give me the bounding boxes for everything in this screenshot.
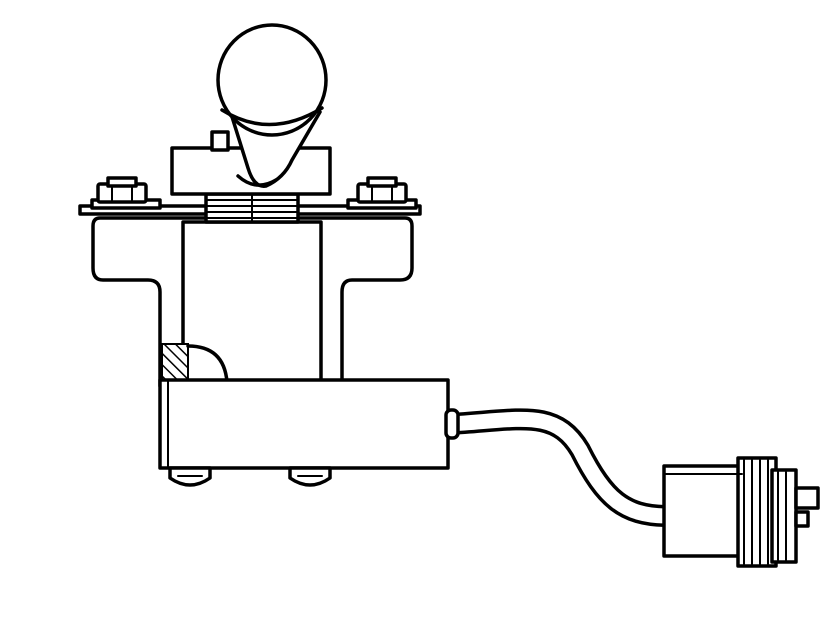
- cutaway-arc: [186, 344, 229, 384]
- switch-body: [181, 220, 323, 386]
- electrical-connector: [662, 456, 820, 568]
- wire-harness-core: [449, 411, 666, 524]
- threaded-collar: [204, 192, 300, 224]
- toggle-knob: [216, 23, 328, 188]
- wire-grommet: [444, 408, 460, 440]
- bottom-screw-right: [288, 466, 332, 487]
- base-housing: [158, 378, 450, 470]
- hatched-section: [161, 343, 189, 385]
- toggle-bracket-tab: [210, 130, 230, 152]
- bottom-screw-left: [168, 466, 212, 487]
- mounting-bolt-right: [346, 176, 418, 210]
- mounting-bolt-left: [90, 176, 162, 210]
